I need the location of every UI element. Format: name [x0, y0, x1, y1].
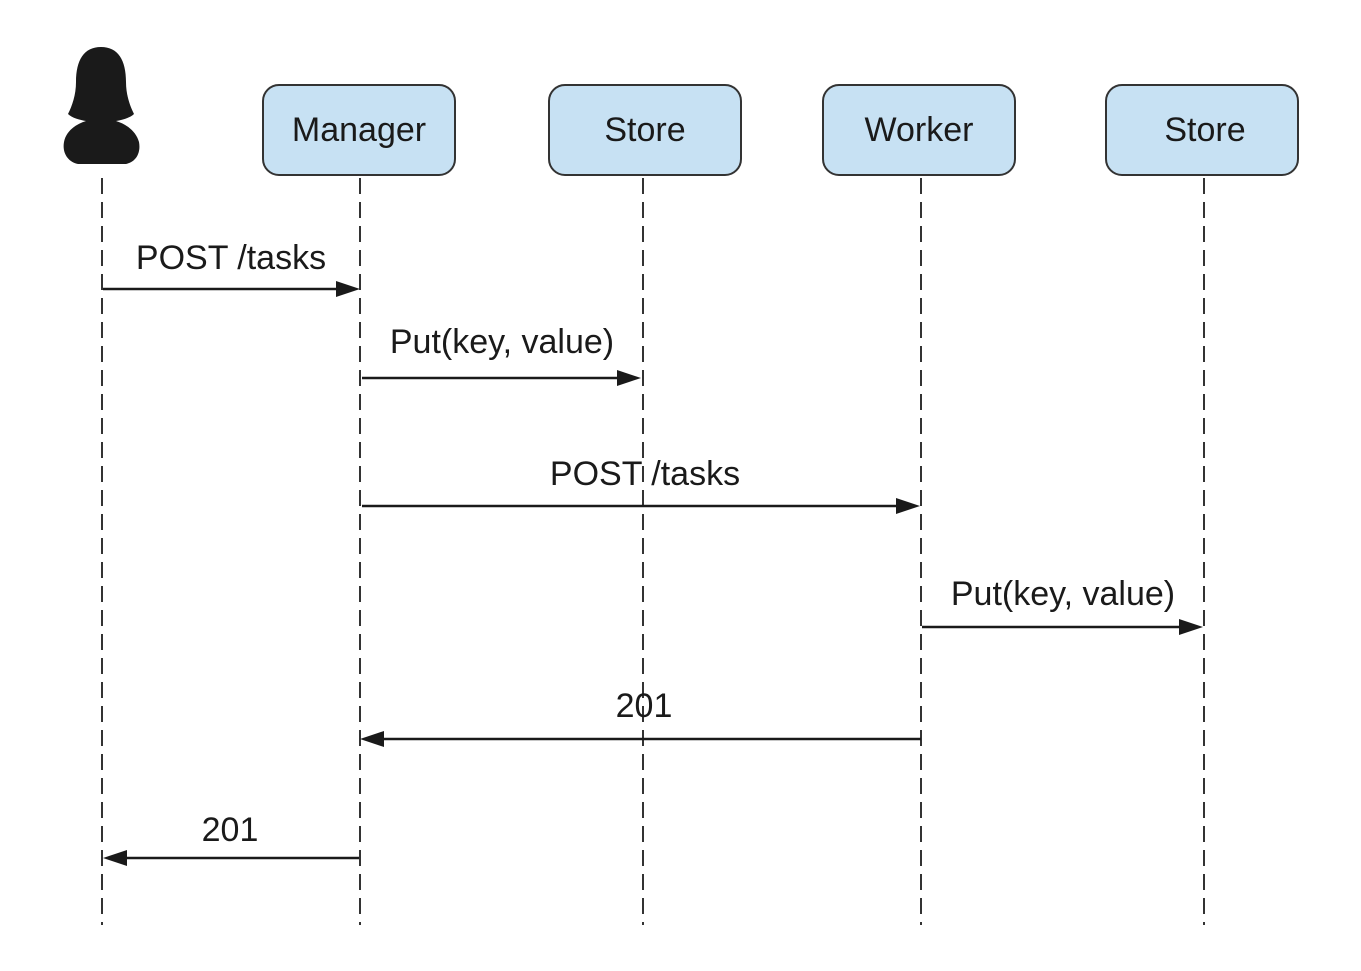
- message-put-to-store-2: Put(key, value): [922, 575, 1203, 635]
- participant-box: [822, 84, 1016, 176]
- actor-head-icon: [63, 47, 140, 164]
- message-label: 201: [616, 687, 673, 725]
- arrowhead-right-icon: [896, 498, 920, 514]
- participant-worker: Worker: [822, 84, 1016, 176]
- message-post-tasks-to-manager: POST /tasks: [103, 239, 360, 297]
- arrowhead-left-icon: [360, 731, 384, 747]
- participant-box: [1105, 84, 1299, 176]
- message-label: Put(key, value): [390, 323, 614, 361]
- message-label: POST /tasks: [136, 239, 326, 277]
- participant-label: Store: [1164, 111, 1245, 149]
- participant-store-2: Store: [1105, 84, 1299, 176]
- participant-label: Manager: [292, 111, 426, 149]
- participant-store-1: Store: [548, 84, 742, 176]
- message-label: 201: [202, 811, 259, 849]
- participant-manager: Manager: [262, 84, 456, 176]
- participant-label: Worker: [865, 111, 974, 149]
- message-label: POST /tasks: [550, 455, 740, 493]
- arrowhead-left-icon: [103, 850, 127, 866]
- arrowhead-right-icon: [336, 281, 360, 297]
- arrowhead-right-icon: [617, 370, 641, 386]
- actor-user-icon: [63, 47, 140, 164]
- message-put-to-store-1: Put(key, value): [362, 323, 641, 386]
- participant-box: [548, 84, 742, 176]
- message-201-to-manager: 201: [360, 687, 921, 747]
- participant-label: Store: [604, 111, 685, 149]
- message-label: Put(key, value): [951, 575, 1175, 613]
- participant-box: [262, 84, 456, 176]
- message-post-tasks-to-worker: POST /tasks: [362, 455, 920, 514]
- message-201-to-actor: 201: [103, 811, 359, 866]
- arrowhead-right-icon: [1179, 619, 1203, 635]
